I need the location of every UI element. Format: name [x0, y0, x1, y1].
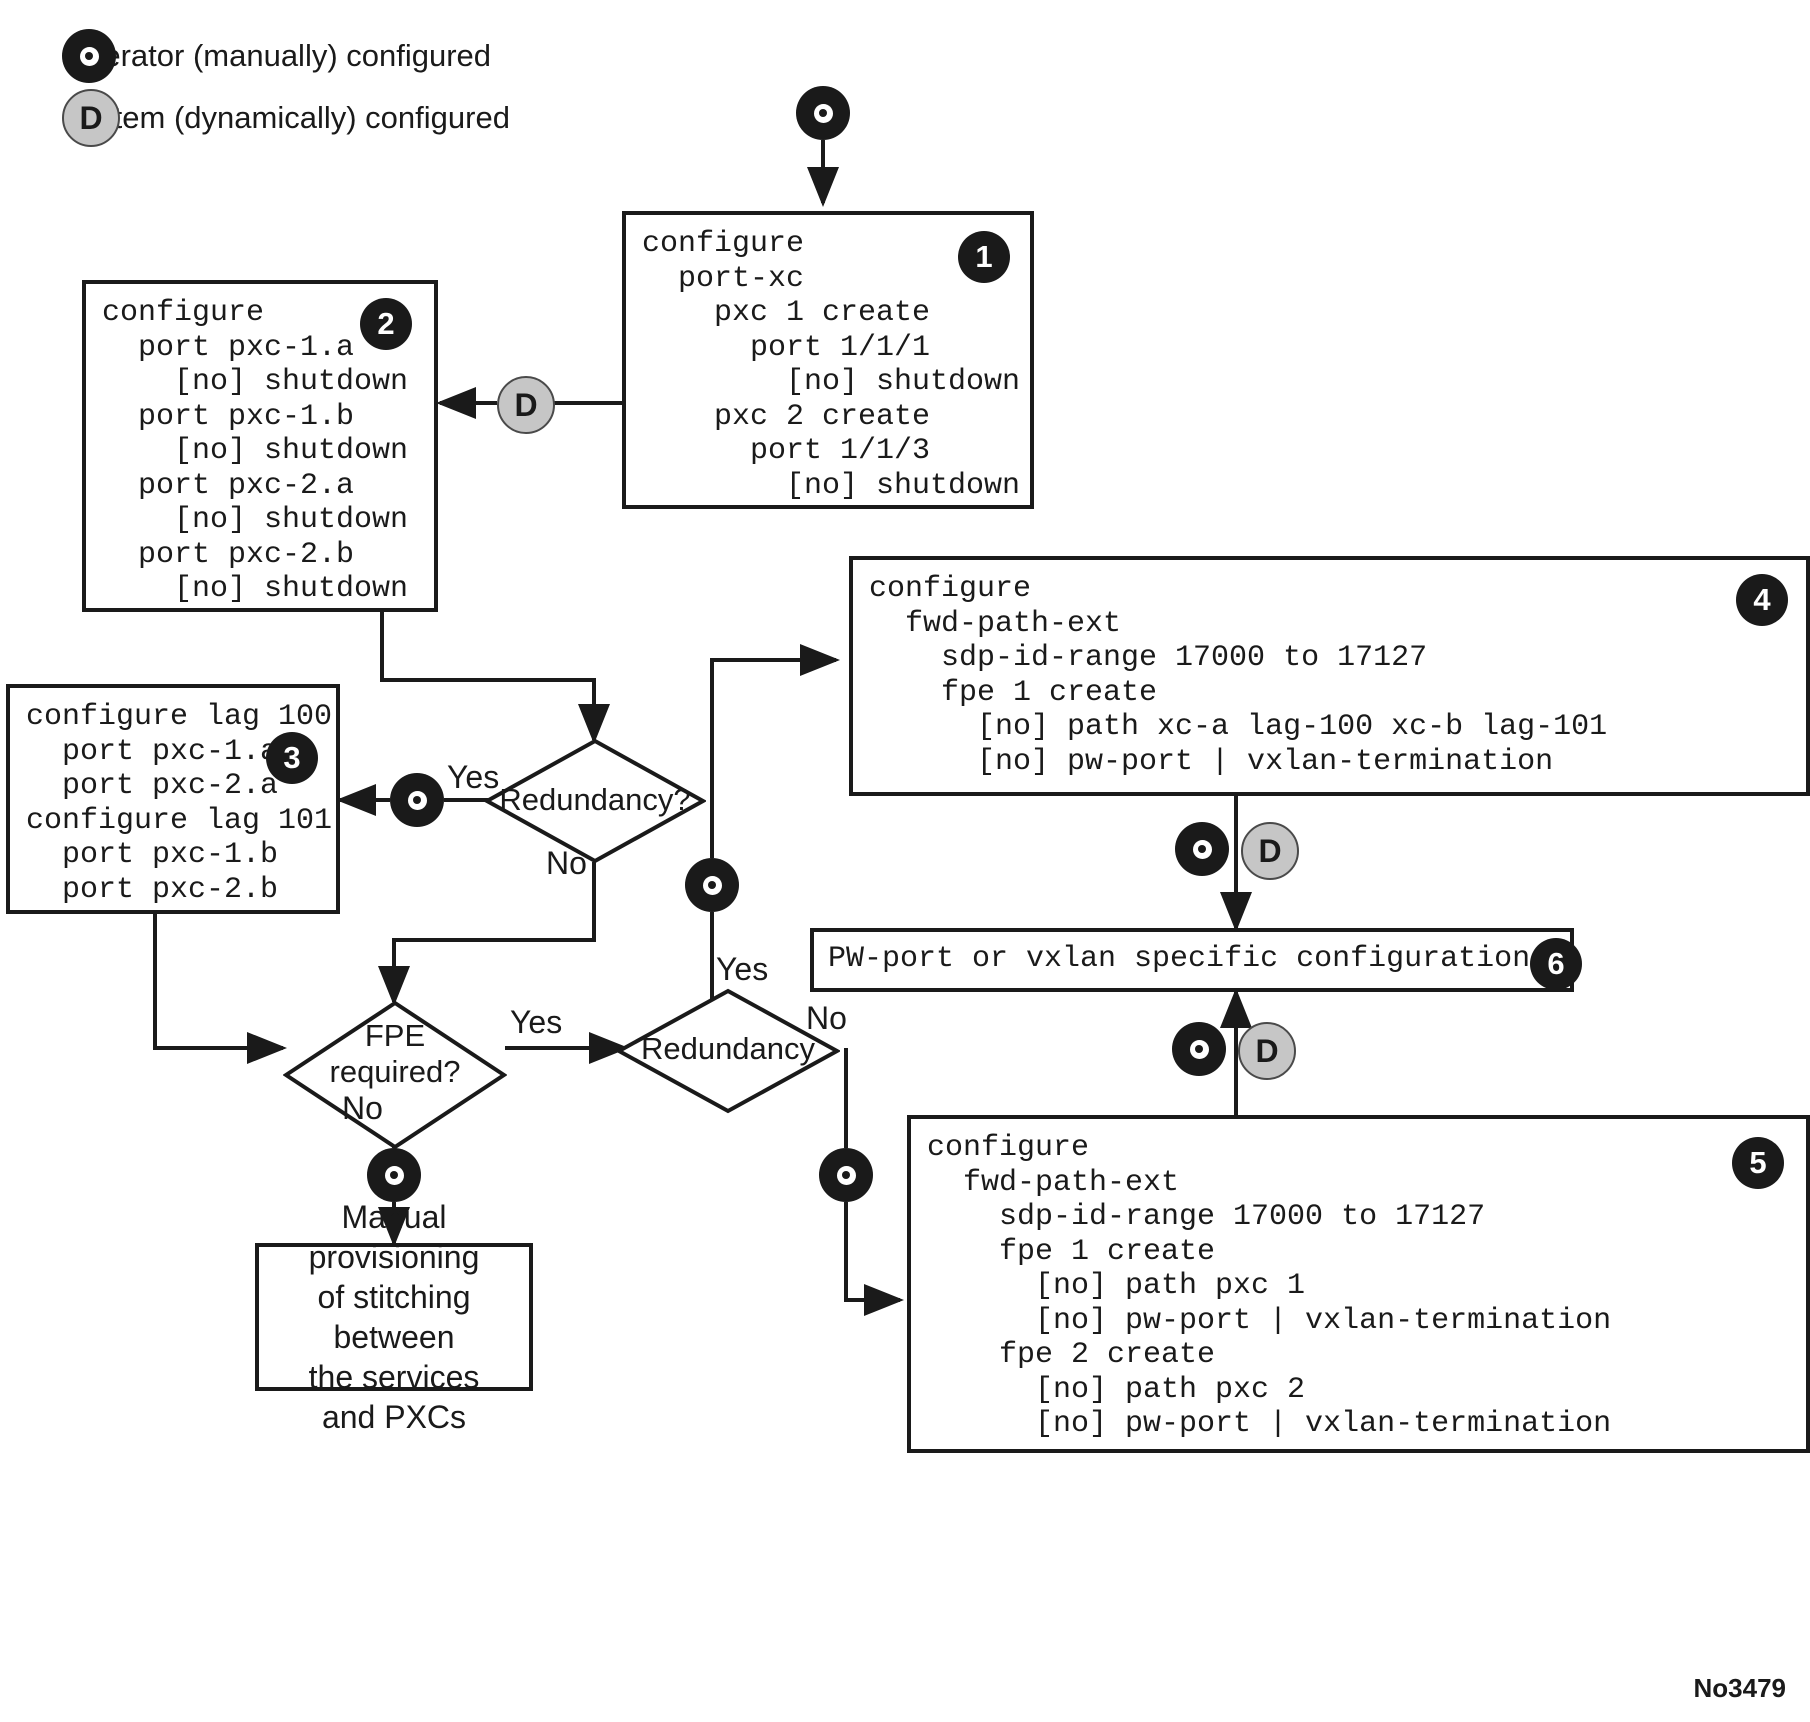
token-box5-to-box6-operator-icon	[1172, 1022, 1226, 1076]
code-box-3-text: configure lag 100 port pxc-1.a port pxc-…	[26, 700, 333, 907]
figure-id: No3479	[1693, 1673, 1787, 1703]
code-box-6-text: PW-port or vxlan specific configuration	[828, 942, 1531, 976]
legend-item-system: D System (dynamically) configured	[62, 89, 510, 147]
legend-label-system: System (dynamically) configured	[62, 100, 510, 135]
code-box-1-text: configure port-xc pxc 1 create port 1/1/…	[642, 227, 1021, 503]
system-icon: D	[62, 89, 120, 147]
token-to-box5-operator-icon	[819, 1148, 873, 1202]
token-to-box2-system-icon: D	[497, 376, 555, 434]
edge-label-fpe-yes: Yes	[510, 1004, 563, 1040]
wire-to-box4	[710, 644, 840, 858]
token-to-manual-operator-icon	[367, 1148, 421, 1202]
decision-redundancy-bottom-label: Redundancy	[640, 1031, 816, 1066]
edge-label-fpe-no: No	[342, 1090, 383, 1126]
code-box-3: configure lag 100 port pxc-1.a port pxc-…	[6, 684, 340, 914]
code-box-5: configure fwd-path-ext sdp-id-range 1700…	[907, 1115, 1810, 1453]
code-box-4: configure fwd-path-ext sdp-id-range 1700…	[849, 556, 1810, 796]
operator-icon	[62, 29, 116, 83]
token-box4-to-box6-operator-icon	[1175, 822, 1229, 876]
badge-5: 5	[1732, 1137, 1784, 1189]
code-box-6: PW-port or vxlan specific configuration …	[810, 928, 1582, 992]
wire-box2-to-redundancy-top	[380, 612, 610, 744]
code-box-5-text: configure fwd-path-ext sdp-id-range 1700…	[927, 1131, 1612, 1441]
code-box-1: configure port-xc pxc 1 create port 1/1/…	[622, 211, 1034, 509]
decision-redundancy-bottom-shape	[616, 988, 840, 1114]
badge-1: 1	[958, 231, 1010, 283]
token-to-box3-operator-icon	[390, 773, 444, 827]
badge-3: 3	[266, 732, 318, 784]
manual-provisioning-text: Manual provisioning of stitching between…	[308, 1199, 480, 1435]
decision-fpe-required-shape	[283, 1000, 507, 1150]
decision-fpe-required-label: FPE required?	[329, 1018, 461, 1089]
badge-4: 4	[1736, 574, 1788, 626]
legend-label-operator: Operator (manually) configured	[62, 38, 492, 73]
edge-label-redundancy-bottom-yes: Yes	[716, 951, 769, 987]
token-start-operator-icon	[796, 86, 850, 140]
edge-label-redundancy-top-no: No	[546, 845, 587, 881]
token-box4-to-box6-system-icon: D	[1241, 822, 1299, 880]
badge-6: 6	[1530, 938, 1582, 990]
wire-redundancy-no-to-fpe	[378, 862, 596, 1006]
edge-label-redundancy-top-yes: Yes	[447, 759, 500, 795]
manual-provisioning-box: Manual provisioning of stitching between…	[255, 1199, 533, 1435]
legend-item-operator: Operator (manually) configured	[62, 29, 492, 83]
code-box-4-text: configure fwd-path-ext sdp-id-range 1700…	[869, 572, 1608, 779]
code-box-2: configure port pxc-1.a [no] shutdown por…	[82, 280, 438, 612]
token-box5-to-box6-system-icon: D	[1238, 1022, 1296, 1080]
code-box-2-text: configure port pxc-1.a [no] shutdown por…	[102, 296, 409, 606]
wire-to-box5	[844, 1202, 904, 1316]
edge-label-redundancy-bottom-no: No	[806, 1000, 847, 1036]
wire-box3-to-fpe	[153, 914, 287, 1064]
decision-redundancy-top-label: Redundancy?	[499, 782, 691, 817]
decision-redundancy-top-shape	[484, 738, 706, 864]
token-to-box4-operator-icon	[685, 858, 739, 912]
badge-2: 2	[360, 298, 412, 350]
